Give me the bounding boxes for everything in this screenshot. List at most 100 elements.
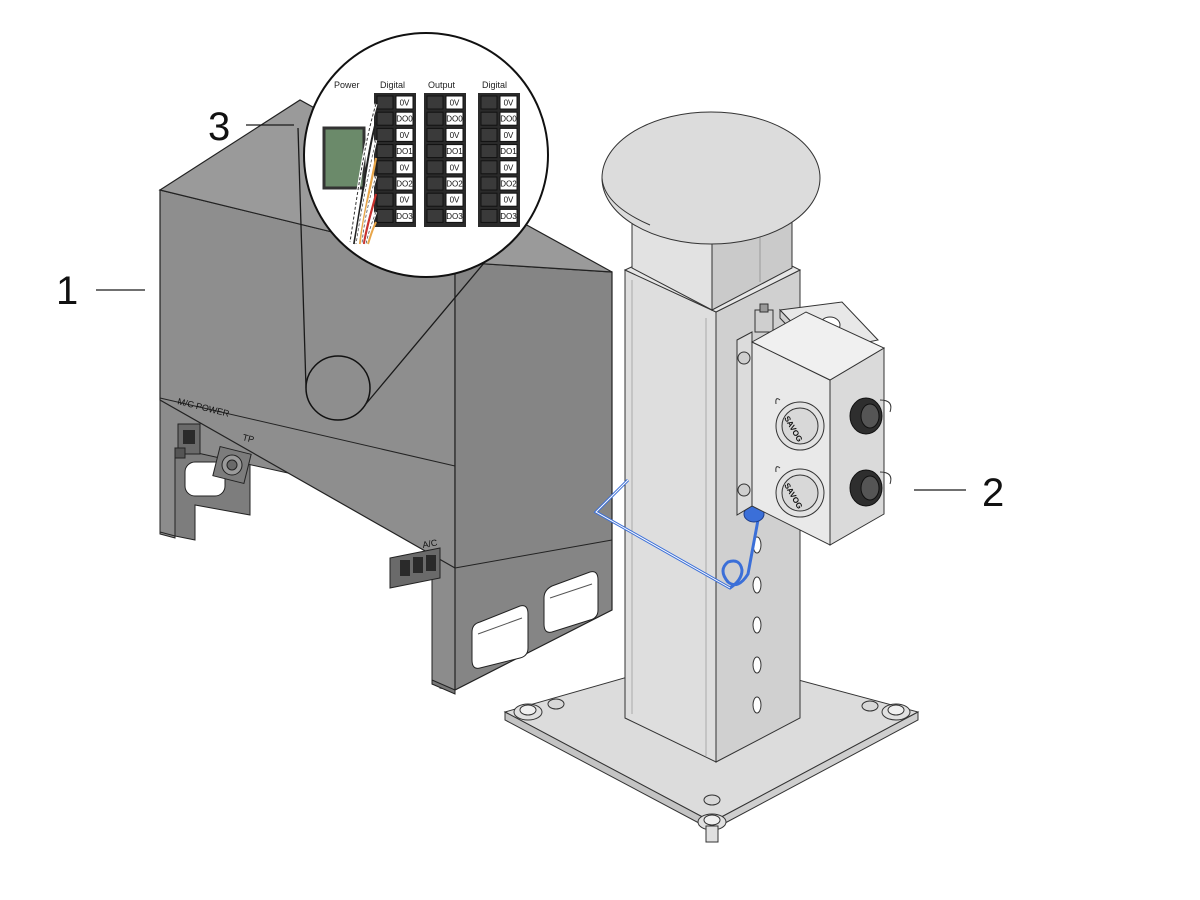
terminal-label-box	[445, 160, 464, 175]
terminal-slot	[376, 160, 394, 175]
terminal-label: DO2	[446, 180, 463, 189]
top-disc	[601, 111, 821, 245]
ac-label: A/C	[422, 537, 439, 550]
terminal-slot	[426, 176, 444, 191]
terminal-block-3: 0V DO0 0V DO1 0V DO2 0V DO3	[478, 93, 520, 227]
terminal-label: DO2	[500, 180, 517, 189]
column-holes	[752, 536, 762, 714]
callout-3: 3	[208, 105, 230, 149]
terminal-label-box	[499, 127, 518, 142]
terminal-slot	[480, 160, 498, 175]
terminal-label: DO3	[396, 212, 413, 221]
terminal-zoom-detail: Power Digital Output Digital 0VDO00VDO10…	[303, 32, 549, 278]
terminal-slot	[426, 160, 444, 175]
terminal-slot	[426, 192, 444, 207]
terminal-label: 0V	[400, 131, 410, 140]
pendant-knob-icon	[775, 398, 825, 518]
terminal-slot	[426, 144, 444, 159]
terminal-label-box	[445, 144, 464, 159]
terminal-label-box	[499, 111, 518, 126]
terminal-label: 0V	[450, 131, 460, 140]
terminal-label: DO1	[500, 147, 517, 156]
blue-cable	[593, 478, 765, 590]
terminal-label: 0V	[400, 163, 410, 172]
terminal-slot	[426, 127, 444, 142]
pendant-side	[829, 347, 885, 546]
terminal-slot	[426, 111, 444, 126]
base-bolt-icon	[513, 698, 911, 843]
terminal-label-box	[445, 127, 464, 142]
tp-label: TP	[242, 432, 256, 444]
terminal-slot	[376, 144, 394, 159]
terminal-label: DO2	[396, 180, 413, 189]
terminal-label: DO0	[446, 115, 463, 124]
tp-connector-icon	[212, 445, 252, 485]
terminal-label-box	[499, 95, 518, 110]
terminal-label-box	[445, 176, 464, 191]
terminal-label-box	[499, 176, 518, 191]
terminal-label: DO1	[446, 147, 463, 156]
terminal-label-box	[395, 95, 414, 110]
callout-1: 1	[56, 269, 78, 313]
terminal-slot	[376, 127, 394, 142]
wiring-harness	[348, 103, 378, 245]
column-front	[624, 269, 717, 763]
terminal-slot	[376, 176, 394, 191]
side-cutout-2	[543, 571, 599, 633]
terminal-label: DO0	[396, 115, 413, 124]
terminal-label: 0V	[450, 99, 460, 108]
zoom-header-power: Power	[334, 80, 360, 90]
terminal-slot	[376, 111, 394, 126]
terminal-label-box	[445, 95, 464, 110]
terminal-label-box	[445, 111, 464, 126]
terminal-label-box	[395, 111, 414, 126]
terminal-slot	[376, 95, 394, 110]
terminal-label-box	[445, 208, 464, 223]
terminal-label-box	[499, 144, 518, 159]
callouts: 1 2 3	[56, 105, 1004, 515]
terminal-slot	[426, 208, 444, 223]
terminal-slot	[480, 95, 498, 110]
terminal-slot	[426, 95, 444, 110]
terminal-label-box	[499, 160, 518, 175]
terminal-label-box	[395, 208, 414, 223]
terminal-label: 0V	[504, 131, 514, 140]
terminal-slot	[480, 144, 498, 159]
terminal-slot	[480, 208, 498, 223]
terminal-label-box	[499, 192, 518, 207]
terminal-label-box	[395, 160, 414, 175]
terminal-slot	[480, 111, 498, 126]
cabinet-foot	[431, 679, 456, 695]
terminal-label: 0V	[400, 196, 410, 205]
terminal-label: DO3	[500, 212, 517, 221]
terminal-block-2: 0V DO0 0V DO1 0V DO2 0V DO3	[424, 93, 466, 227]
terminal-slot	[376, 192, 394, 207]
terminal-label: 0V	[504, 163, 514, 172]
terminal-label-box	[395, 127, 414, 142]
terminal-slot	[376, 208, 394, 223]
terminal-block-1: 0V DO0 0V DO1 0V DO2 0V DO3	[374, 93, 416, 227]
terminal-label: 0V	[450, 196, 460, 205]
terminal-label: 0V	[450, 163, 460, 172]
lcd-screen-icon	[322, 126, 366, 190]
side-knob-icon	[849, 397, 892, 507]
terminal-label: 0V	[504, 99, 514, 108]
terminal-label: DO0	[500, 115, 517, 124]
terminal-label: 0V	[504, 196, 514, 205]
pedestal-stand	[503, 111, 920, 843]
zoom-header-output: Output	[428, 80, 456, 90]
terminal-label-box	[499, 208, 518, 223]
terminal-label: DO1	[396, 147, 413, 156]
terminal-label: DO3	[446, 212, 463, 221]
terminal-label-box	[445, 192, 464, 207]
terminal-label: 0V	[400, 99, 410, 108]
side-cutout-1	[471, 605, 529, 669]
terminal-slot	[480, 176, 498, 191]
terminal-slot	[480, 127, 498, 142]
callout-2: 2	[982, 471, 1004, 515]
terminal-label-box	[395, 144, 414, 159]
control-pendant: SAVOG SAVOG	[736, 301, 892, 546]
mc-power-connector-icon	[174, 423, 201, 459]
ac-connector-icon	[389, 547, 441, 589]
